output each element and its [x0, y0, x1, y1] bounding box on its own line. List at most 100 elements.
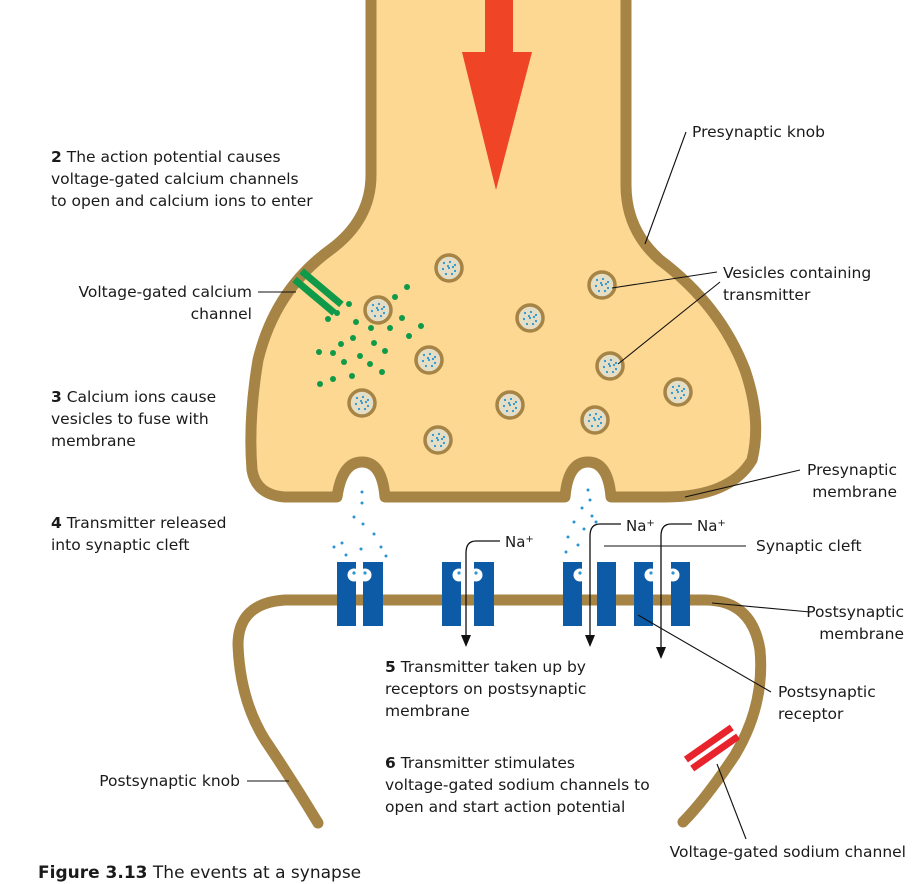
transmitter-molecule — [352, 515, 356, 519]
na-arrowhead-3 — [656, 647, 666, 659]
calcium-ion — [404, 284, 410, 290]
receptor-subunit — [442, 562, 466, 626]
calcium-ion — [368, 325, 374, 331]
vesicle — [515, 303, 545, 333]
transmitter-molecule — [332, 545, 336, 549]
vesicle — [434, 253, 464, 283]
leader-postsynaptic-receptor — [637, 614, 772, 693]
voltage-gated-sodium-channel — [683, 724, 741, 772]
calcium-ions — [316, 284, 424, 387]
transmitter-molecule — [372, 532, 376, 536]
transmitter-molecule — [594, 520, 598, 524]
transmitter-molecule — [586, 488, 590, 492]
label-sodium-channel: Voltage-gated sodium channel — [669, 843, 906, 861]
vesicle — [414, 345, 444, 375]
calcium-ion — [317, 381, 323, 387]
vesicle — [663, 377, 693, 407]
voltage-gated-calcium-channel — [292, 268, 344, 316]
transmitter-molecule — [384, 554, 388, 558]
step-5-text: 5 Transmitter taken up by receptors on p… — [385, 658, 587, 720]
leader-vesicles-2 — [617, 281, 721, 365]
calcium-ion — [382, 348, 388, 354]
calcium-ion — [357, 353, 363, 359]
label-synaptic-cleft: Synaptic cleft — [756, 537, 862, 555]
transmitter-molecule — [360, 501, 364, 505]
receptor-subunit — [563, 562, 587, 626]
na-arrowhead-2 — [585, 635, 595, 647]
receptor-subunit — [597, 562, 616, 626]
action-potential-arrow — [462, 0, 532, 190]
step-4-text: 4 Transmitter released into synaptic cle… — [51, 514, 227, 554]
sodium-ion-arrows — [465, 523, 692, 648]
vesicle — [423, 425, 453, 455]
calcium-ion — [406, 333, 412, 339]
transmitter-molecule — [361, 522, 365, 526]
vesicle — [495, 390, 525, 420]
calcium-ion — [350, 335, 356, 341]
transmitter-molecule — [582, 527, 586, 531]
label-postsynaptic-receptor: Postsynaptic receptor — [778, 683, 876, 723]
step-3-text: 3 Calcium ions cause vesicles to fuse wi… — [51, 388, 217, 450]
receptor-subunit — [358, 562, 383, 626]
label-postsynaptic-knob: Postsynaptic knob — [99, 772, 240, 790]
calcium-ion — [392, 294, 398, 300]
receptor-subunit — [666, 562, 690, 626]
transmitter-molecule — [564, 550, 568, 554]
leader-presynaptic-membrane — [684, 469, 801, 498]
step-6-text: 6 Transmitter stimulates voltage-gated s… — [385, 754, 650, 816]
postsynaptic-receptors — [337, 562, 690, 626]
calcium-ion — [418, 323, 424, 329]
receptor-subunit — [634, 562, 658, 626]
transmitter-molecule — [590, 514, 594, 518]
leader-postsynaptic-membrane — [711, 602, 811, 613]
na-arrowhead-1 — [461, 635, 471, 647]
receptor-subunit — [469, 562, 494, 626]
transmitter-molecules — [332, 488, 598, 558]
label-calcium-channel: Voltage-gated calcium channel — [78, 283, 252, 323]
postsynaptic-membrane — [232, 594, 767, 829]
transmitter-molecule — [580, 506, 584, 510]
na-ion-label-2: Na+ — [626, 517, 655, 535]
calcium-ion — [371, 340, 377, 346]
transmitter-molecule — [572, 520, 576, 524]
vesicle — [580, 405, 610, 435]
transmitter-molecule — [566, 535, 570, 539]
label-presynaptic-knob: Presynaptic knob — [692, 123, 826, 141]
calcium-ion — [316, 349, 322, 355]
transmitter-molecule — [359, 547, 363, 551]
transmitter-molecule — [344, 553, 348, 557]
leader-sodium-channel — [716, 763, 747, 840]
vesicle — [595, 351, 625, 381]
calcium-ion — [367, 361, 373, 367]
step-2-text: 2 The action potential causes voltage-ga… — [51, 148, 313, 210]
transmitter-molecule — [379, 545, 383, 549]
transmitter-molecule — [576, 543, 580, 547]
leader-vesicles-1 — [611, 271, 718, 289]
vesicle — [587, 270, 617, 300]
label-presynaptic-membrane: Presynaptic membrane — [807, 461, 897, 501]
leader-presynaptic-knob — [644, 131, 687, 245]
calcium-ion — [341, 359, 347, 365]
label-postsynaptic-membrane: Postsynaptic membrane — [806, 603, 904, 643]
transmitter-molecule — [360, 490, 364, 494]
figure-caption: Figure 3.13 The events at a synapse — [38, 863, 362, 883]
calcium-ion — [399, 315, 405, 321]
calcium-ion — [353, 319, 359, 325]
calcium-ion — [325, 316, 331, 322]
calcium-ion — [330, 376, 336, 382]
transmitter-molecule — [588, 498, 592, 502]
na-ion-label-3: Na+ — [697, 517, 726, 535]
calcium-ion — [349, 373, 355, 379]
receptor-subunit — [337, 562, 361, 626]
vesicle — [363, 295, 393, 325]
calcium-ion — [338, 341, 344, 347]
vesicles — [347, 253, 693, 455]
vesicle — [347, 388, 377, 418]
calcium-ion — [346, 301, 352, 307]
calcium-ion — [387, 325, 393, 331]
transmitter-molecule — [340, 541, 344, 545]
calcium-ion — [379, 369, 385, 375]
na-ion-label-1: Na+ — [505, 533, 534, 551]
label-vesicles: Vesicles containing transmitter — [723, 264, 872, 304]
